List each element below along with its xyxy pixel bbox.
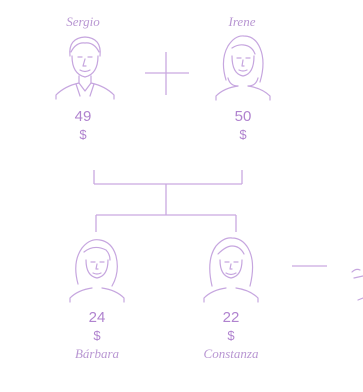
parent-name-irene: Irene — [228, 14, 256, 29]
parent-currency-sergio: $ — [79, 127, 87, 142]
child-name-constanza: Constanza — [203, 346, 259, 361]
child-currency-constanza: $ — [227, 328, 235, 343]
woman-portrait-icon — [69, 239, 125, 303]
parent-age-irene: 50 — [234, 108, 252, 125]
child-currency-barbara: $ — [93, 328, 101, 343]
woman-portrait-icon — [203, 237, 259, 303]
partial-figure-right — [351, 268, 363, 301]
child-age-constanza: 22 — [222, 309, 240, 326]
parent-age-sergio: 49 — [74, 108, 92, 125]
parent-name-sergio: Sergio — [66, 14, 100, 29]
child-name-barbara: Bárbara — [74, 346, 120, 361]
parent-currency-irene: $ — [239, 127, 247, 142]
man-portrait-icon — [55, 36, 115, 100]
woman-portrait-icon — [215, 35, 271, 101]
child-age-barbara: 24 — [88, 309, 106, 326]
